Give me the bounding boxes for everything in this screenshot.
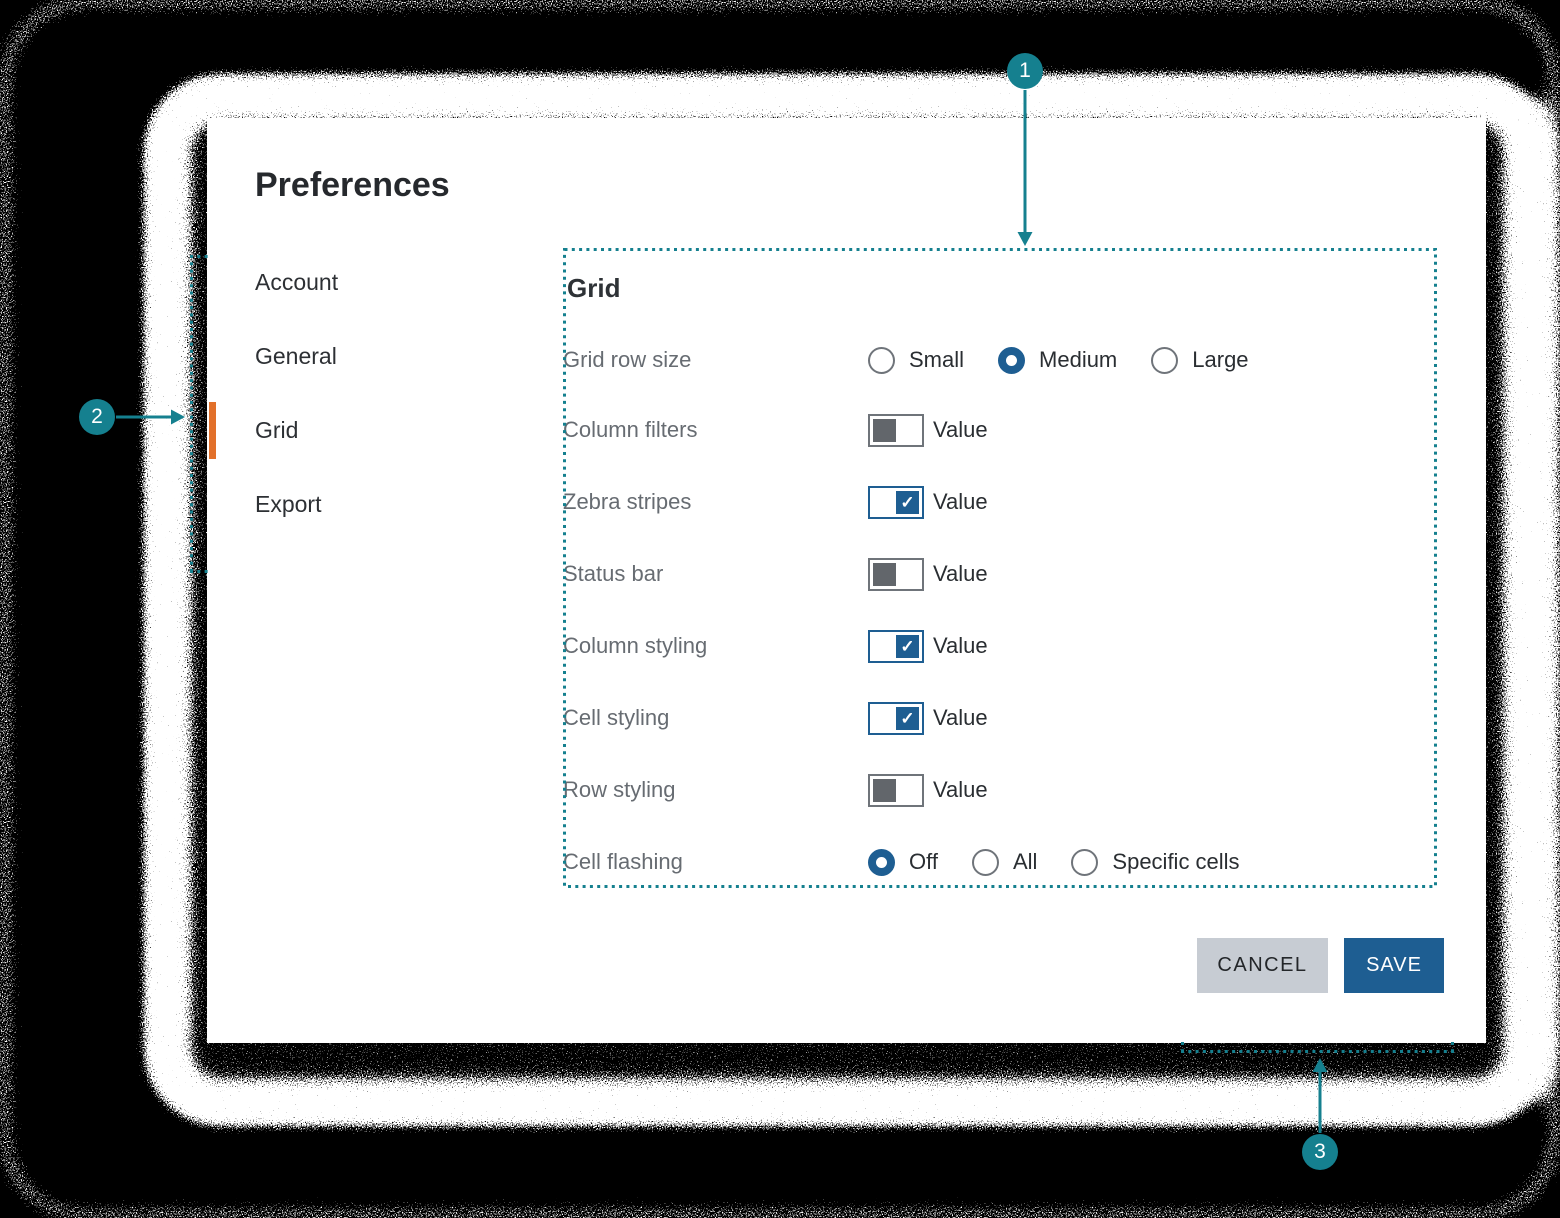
cell-styling-toggle[interactable]: ✓ — [868, 701, 924, 735]
zebra-stripes-toggle[interactable]: ✓ — [868, 485, 924, 519]
field-label: Cell styling — [563, 705, 670, 730]
radio-option-medium[interactable]: Medium — [998, 346, 1117, 374]
setting-row-cell-styling: Cell styling ✓ Value — [563, 699, 1560, 737]
setting-row-row-styling: Row styling Value — [563, 771, 1560, 809]
check-icon: ✓ — [896, 634, 919, 658]
radio-specific-cells[interactable] — [1071, 848, 1099, 876]
radio-small[interactable] — [868, 346, 895, 374]
setting-row-grid-row-size: Grid row size Small Medium Large — [563, 341, 1560, 379]
active-item-indicator — [209, 402, 216, 459]
radio-option-small[interactable]: Small — [868, 346, 964, 374]
field-label: Row styling — [563, 777, 676, 802]
toggle-knob — [873, 778, 896, 802]
setting-row-cell-flashing: Cell flashing Off All Specific cells — [563, 843, 1560, 881]
radio-option-large[interactable]: Large — [1151, 346, 1249, 374]
sidebar-item-general[interactable]: General — [255, 343, 337, 369]
radio-medium[interactable] — [998, 346, 1026, 374]
cell-flashing-radio-group: Off All Specific cells — [868, 848, 1240, 876]
toggle-knob — [873, 418, 896, 442]
toggle-knob — [873, 562, 896, 586]
setting-row-zebra-stripes: Zebra stripes ✓ Value — [563, 483, 1560, 521]
setting-row-status-bar: Status bar Value — [563, 555, 1560, 593]
field-label: Column styling — [563, 633, 708, 658]
sidebar-item-account[interactable]: Account — [255, 269, 339, 295]
sidebar-item-export[interactable]: Export — [255, 491, 322, 517]
radio-option-all[interactable]: All — [971, 848, 1037, 876]
sidebar-item-grid[interactable]: Grid — [255, 417, 299, 443]
radio-large[interactable] — [1151, 346, 1179, 374]
preferences-dialog: Preferences Account General Grid Export … — [207, 118, 1486, 1043]
row-styling-toggle[interactable] — [868, 773, 924, 807]
radio-off[interactable] — [868, 848, 895, 876]
annotation-marker-2: 2 — [79, 399, 115, 435]
grid-row-size-radio-group: Small Medium Large — [868, 346, 1249, 374]
save-button[interactable]: SAVE — [1344, 938, 1444, 993]
setting-row-column-styling: Column styling ✓ Value — [563, 627, 1560, 665]
field-label: Column filters — [563, 417, 698, 442]
panel-heading: Grid — [567, 272, 621, 303]
column-filters-toggle[interactable] — [868, 413, 924, 447]
field-label: Cell flashing — [563, 849, 683, 874]
column-styling-toggle[interactable]: ✓ — [868, 629, 924, 663]
field-label: Grid row size — [563, 347, 692, 372]
cancel-button[interactable]: CANCEL — [1197, 938, 1328, 993]
annotation-marker-1: 1 — [1007, 53, 1043, 89]
check-icon: ✓ — [896, 490, 919, 514]
check-icon: ✓ — [896, 706, 919, 730]
status-bar-toggle[interactable] — [868, 557, 924, 591]
page-title: Preferences — [255, 166, 450, 204]
field-label: Zebra stripes — [563, 489, 692, 514]
annotation-marker-3: 3 — [1302, 1134, 1338, 1170]
field-label: Status bar — [563, 561, 664, 586]
setting-row-column-filters: Column filters Value — [563, 411, 1560, 449]
sidebar: Account General Grid Export — [207, 118, 547, 1043]
radio-all[interactable] — [971, 848, 999, 876]
radio-option-off[interactable]: Off — [868, 848, 938, 876]
radio-option-specific-cells[interactable]: Specific cells — [1071, 848, 1240, 876]
